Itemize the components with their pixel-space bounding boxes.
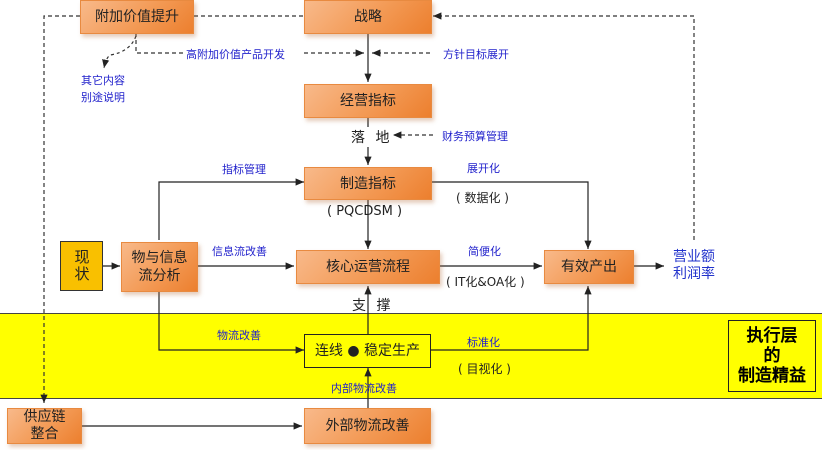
label-high-value-products: 高附加价值产品开发 bbox=[186, 48, 285, 61]
node-effective-output-label: 有效产出 bbox=[561, 259, 617, 275]
node-flow-analysis[interactable]: 物与信息 流分析 bbox=[121, 242, 198, 292]
label-data-driven: ( 数据化 ) bbox=[456, 191, 509, 205]
node-stable-production[interactable]: 连线 ● 稳定生产 bbox=[304, 334, 431, 368]
execution-layer-title: 执行层 的 制造精益 bbox=[728, 320, 816, 392]
node-strategy[interactable]: 战略 bbox=[304, 0, 432, 34]
label-support: 支 撑 bbox=[352, 298, 394, 314]
node-external-logistics-label: 外部物流改善 bbox=[325, 418, 410, 434]
node-supply-chain-line1: 供应链 bbox=[23, 409, 66, 425]
node-flow-analysis-line2: 流分析 bbox=[138, 268, 181, 284]
dashed-feedback-to-strategy bbox=[433, 12, 695, 240]
label-landing: 落 地 bbox=[351, 127, 393, 147]
label-standardize: 标准化 bbox=[467, 336, 500, 349]
node-manufacturing-index-label: 制造指标 bbox=[340, 175, 396, 192]
node-core-process-label: 核心运营流程 bbox=[326, 259, 410, 275]
node-business-index-label: 经营指标 bbox=[340, 93, 396, 109]
node-value-add[interactable]: 附加价值提升 bbox=[80, 0, 194, 34]
label-budget-mgmt: 财务预算管理 bbox=[442, 130, 508, 143]
label-visual: ( 目视化 ) bbox=[458, 362, 511, 376]
arrow-analysis-to-manufacturing bbox=[158, 178, 304, 240]
arrow-manufacturing-to-output bbox=[431, 181, 592, 249]
execution-layer-line1: 执行层 bbox=[746, 326, 798, 346]
node-current-state[interactable]: 现状 bbox=[60, 241, 103, 291]
node-stable-production-label: 连线 ● 稳定生产 bbox=[314, 343, 421, 359]
execution-layer-line2: 的 bbox=[763, 346, 781, 366]
dashed-value-down bbox=[135, 33, 184, 54]
node-current-state-label: 现状 bbox=[72, 249, 91, 283]
node-effective-output[interactable]: 有效产出 bbox=[544, 250, 634, 284]
node-business-index[interactable]: 经营指标 bbox=[304, 84, 432, 118]
label-index-mgmt: 指标管理 bbox=[222, 163, 266, 176]
label-internal-logistics: 内部物流改善 bbox=[331, 382, 397, 395]
label-revenue-line1: 营业额 bbox=[673, 249, 715, 265]
label-simplify: 简便化 bbox=[468, 245, 501, 258]
label-pqcdsm: ( PQCDSM ) bbox=[327, 204, 403, 219]
node-supply-chain-line2: 整合 bbox=[30, 426, 59, 442]
dashed-value-curve bbox=[102, 35, 137, 69]
label-revenue-line2: 利润率 bbox=[673, 266, 715, 282]
label-policy-deployment: 方针目标展开 bbox=[443, 48, 509, 61]
label-it-oa: ( IT化&OA化 ) bbox=[446, 275, 525, 289]
node-flow-analysis-line1: 物与信息 bbox=[131, 250, 188, 266]
label-other-line2: 别途说明 bbox=[81, 91, 125, 104]
arrow-stable-to-output bbox=[431, 286, 592, 351]
node-external-logistics[interactable]: 外部物流改善 bbox=[304, 408, 431, 444]
node-manufacturing-index[interactable]: 制造指标 bbox=[304, 167, 432, 200]
node-strategy-label: 战略 bbox=[354, 9, 382, 25]
execution-layer-line3: 制造精益 bbox=[738, 366, 806, 386]
node-value-add-label: 附加价值提升 bbox=[95, 9, 179, 25]
dashed-value-to-supply bbox=[40, 15, 80, 403]
node-core-process[interactable]: 核心运营流程 bbox=[296, 250, 440, 284]
node-supply-chain[interactable]: 供应链 整合 bbox=[7, 408, 82, 444]
label-expand: 展开化 bbox=[467, 162, 500, 175]
label-info-flow: 信息流改善 bbox=[212, 245, 267, 258]
label-logistics: 物流改善 bbox=[217, 329, 261, 342]
arrow-analysis-to-stable bbox=[158, 292, 304, 354]
label-other-line1: 其它内容 bbox=[81, 74, 125, 87]
